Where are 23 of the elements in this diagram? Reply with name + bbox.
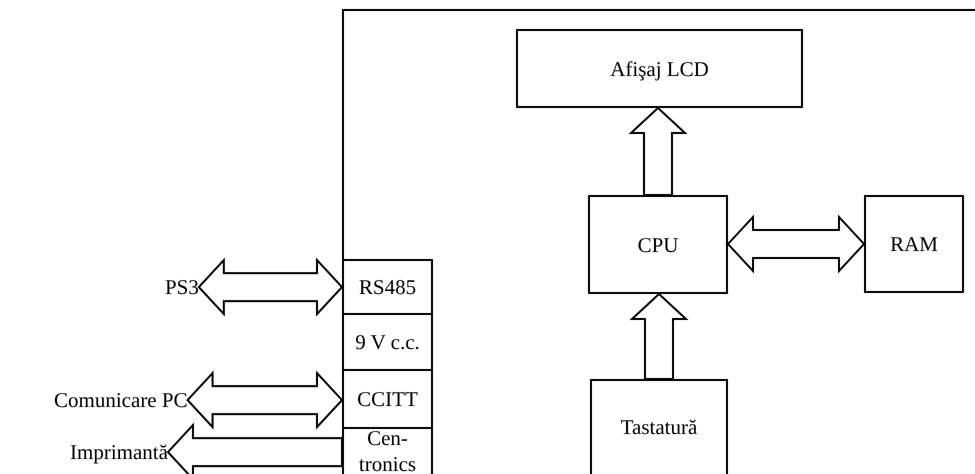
block-label: CPU (638, 232, 678, 258)
block-label: Afişaj LCD (610, 56, 709, 82)
block-label: Tastatură (620, 414, 698, 440)
text-label: Imprimantă (70, 440, 168, 465)
block-label: 9 V c.c. (355, 330, 420, 356)
text-label: Comunicare PC (54, 388, 188, 413)
block-arrow (629, 292, 689, 380)
block-box (590, 379, 728, 474)
block-label: Cen- tronics (358, 426, 418, 474)
block-box (588, 195, 728, 294)
frame-outline (342, 9, 975, 474)
block-arrow (186, 370, 344, 430)
block-label: RS485 (358, 275, 416, 301)
text-label: PS3 (165, 274, 199, 300)
block-box (342, 259, 433, 315)
block-box (516, 29, 803, 108)
block-box (864, 195, 964, 293)
block-arrow (726, 214, 866, 274)
block-label: CCITT (357, 387, 418, 413)
block-arrow (166, 422, 343, 474)
block-arrow (198, 258, 344, 317)
block-label: RAM (890, 232, 938, 258)
block-arrow (628, 106, 688, 196)
